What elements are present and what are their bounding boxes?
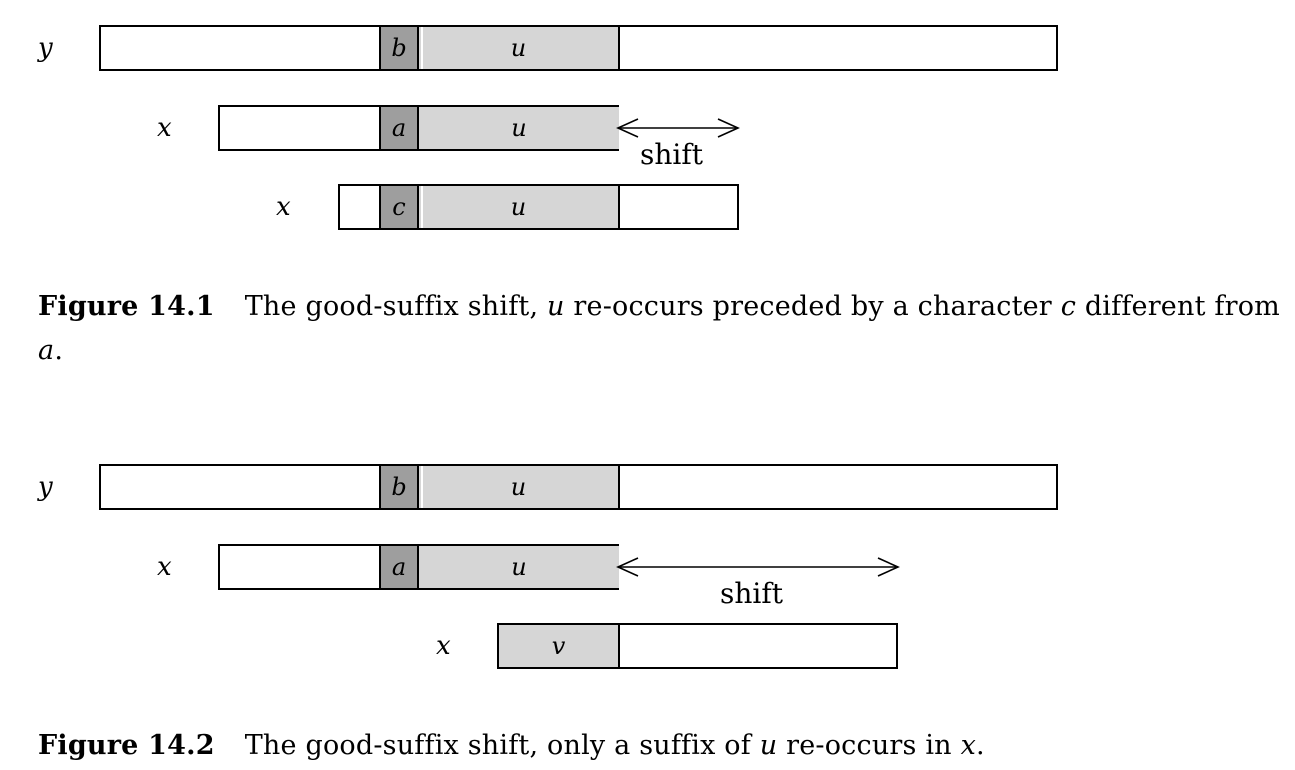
caption-math-c: c	[1060, 291, 1077, 322]
shift-arrow	[616, 118, 740, 138]
caption-text: The good-suffix shift, only a suffix of	[244, 730, 760, 761]
caption-math-u: u	[759, 730, 778, 761]
pattern-strip-x-after: c u	[338, 184, 739, 230]
text-strip-y: b u	[99, 25, 1058, 71]
figure-14-2: y b u x a u shift x v Figure 14.2 The goo…	[0, 440, 1295, 770]
shift-arrow	[616, 557, 900, 577]
mismatch-cell-b: b	[379, 466, 419, 508]
suffix-cell-u: u	[419, 186, 620, 228]
figure-caption: Figure 14.1 The good-suffix shift, u re-o…	[38, 285, 1288, 373]
figure-14-1: y b u x a u shift x c u Figure 14.1 The g…	[38, 25, 1288, 373]
mismatch-cell-a: a	[379, 107, 419, 149]
caption-text: The good-suffix shift,	[244, 291, 548, 322]
caption-text: different from	[1076, 291, 1280, 322]
shift-label: shift	[720, 577, 783, 610]
suffix-cell-u: u	[419, 546, 619, 588]
figure-number: Figure 14.1	[38, 291, 215, 322]
text-strip-y: b u	[99, 464, 1058, 510]
mismatch-cell-c: c	[379, 186, 419, 228]
suffix-cell-u: u	[419, 107, 619, 149]
mismatch-cell-b: b	[379, 27, 419, 69]
suffix-cell-u: u	[419, 466, 620, 508]
pattern-strip-x-before: a u	[218, 105, 619, 151]
suffix-cell-v: v	[499, 625, 620, 667]
figure-caption: Figure 14.2 The good-suffix shift, only a…	[38, 724, 1288, 768]
mismatch-cell-a: a	[379, 546, 419, 588]
row-label-x: x	[157, 113, 172, 143]
caption-text: .	[976, 730, 985, 761]
figure-number: Figure 14.2	[38, 730, 215, 761]
caption-text: re-occurs preceded by a character	[564, 291, 1061, 322]
shift-label: shift	[640, 138, 703, 171]
caption-math-u: u	[547, 291, 565, 322]
caption-math-a: a	[38, 335, 55, 366]
caption-math-x: x	[960, 730, 976, 761]
caption-text: re-occurs in	[777, 730, 961, 761]
row-label-x: x	[436, 631, 451, 661]
pattern-strip-x-after: v	[497, 623, 898, 669]
row-label-y: y	[38, 33, 53, 63]
pattern-strip-x-before: a u	[218, 544, 619, 590]
row-label-x: x	[276, 192, 291, 222]
suffix-cell-u: u	[419, 27, 620, 69]
caption-text: .	[54, 335, 64, 366]
row-label-x: x	[157, 552, 172, 582]
row-label-y: y	[38, 472, 53, 502]
